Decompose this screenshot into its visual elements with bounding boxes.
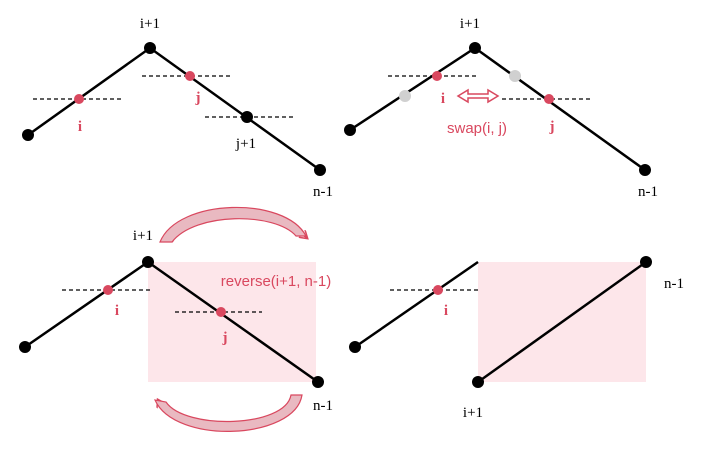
reversed-suffix-line [477, 260, 647, 384]
end-node [312, 376, 324, 388]
label-j-plus-1: j+1 [235, 136, 256, 152]
label-j: j [222, 330, 228, 346]
node-i-plus-1 [472, 376, 484, 388]
label-n-minus-1: n-1 [638, 184, 658, 200]
label-i: i [78, 119, 82, 135]
swap-label: swap(i, j) [447, 120, 507, 137]
node-i [74, 94, 84, 104]
prefix-line [354, 260, 479, 349]
start-node [22, 129, 34, 141]
ghost-node-old-j [509, 70, 521, 82]
peak-node [144, 42, 156, 54]
label-n-minus-1: n-1 [313, 398, 333, 414]
node-j-plus-1 [241, 111, 253, 123]
end-node [314, 164, 326, 176]
label-i-plus-1: i+1 [133, 228, 153, 244]
panel-bottom-right: i i+1 n-1 [349, 256, 684, 421]
node-j [544, 94, 554, 104]
peak-node [469, 42, 481, 54]
label-j: j [195, 90, 201, 106]
panel-bottom-left: i+1 i j reverse(i+1, n-1) n-1 [19, 206, 333, 432]
start-node [344, 124, 356, 136]
label-i-plus-1: i+1 [140, 16, 160, 32]
peak-node [142, 256, 154, 268]
reverse-arrow-top-fill [159, 206, 307, 243]
reverse-arrow-bottom-fill [153, 394, 303, 432]
label-j: j [549, 119, 555, 135]
start-node [19, 341, 31, 353]
panel-top-left: i+1 i j j+1 n-1 [22, 16, 333, 200]
label-i: i [441, 91, 445, 107]
label-n-minus-1: n-1 [664, 276, 684, 292]
end-node [639, 164, 651, 176]
label-i: i [115, 303, 119, 319]
node-i [103, 285, 113, 295]
label-i-plus-1: i+1 [463, 405, 483, 421]
ghost-node-old-i [399, 90, 411, 102]
sequence-line [349, 46, 646, 172]
panel-top-right: i+1 i j swap(i, j) n-1 [344, 16, 658, 200]
node-j [216, 307, 226, 317]
reverse-label: reverse(i+1, n-1) [221, 273, 331, 290]
node-i [433, 285, 443, 295]
label-n-minus-1: n-1 [313, 184, 333, 200]
node-i [432, 71, 442, 81]
node-j [185, 71, 195, 81]
label-i: i [444, 303, 448, 319]
sequence-line [27, 46, 321, 172]
swap-double-arrow [456, 88, 500, 104]
start-node [349, 341, 361, 353]
node-n-minus-1 [640, 256, 652, 268]
label-i-plus-1: i+1 [460, 16, 480, 32]
